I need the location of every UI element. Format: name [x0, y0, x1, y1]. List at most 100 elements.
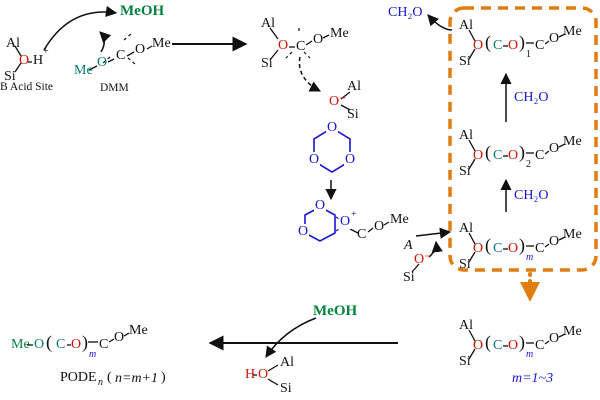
o-chain4: O: [473, 338, 484, 353]
plus-ring2: +: [351, 209, 357, 220]
o-ring2-top: O: [314, 198, 327, 214]
c-struct2: C: [296, 39, 306, 54]
c-chain2: C: [493, 148, 503, 163]
si-a: Si: [403, 270, 415, 285]
c-ring2: C: [357, 227, 367, 242]
o-chain3-b: O: [508, 241, 519, 256]
o-ring2-bl: O: [297, 224, 310, 240]
arrow-dashed-to-site: [298, 56, 322, 92]
si-chain2: Si: [459, 164, 471, 179]
me-product-left: Me: [11, 337, 30, 352]
ch2o-box2: CH₂O: [514, 188, 549, 203]
o-site1: O: [19, 53, 30, 68]
o-chain4-b: O: [508, 338, 519, 353]
me-chain1: Me: [563, 24, 582, 39]
ch2o-top-label: CH₂O: [388, 5, 423, 20]
o-chain3: O: [473, 241, 484, 256]
o-chain1-b: O: [508, 38, 519, 53]
si-alosi1: Si: [347, 107, 359, 122]
o-chain2-b: O: [508, 148, 519, 163]
arrow-meoh-bottom: [265, 317, 317, 358]
o-dmm-left: O: [97, 55, 108, 70]
si-chain1: Si: [459, 54, 471, 69]
o-chain4-c: O: [549, 331, 560, 346]
si-site5: Si: [280, 381, 292, 396]
o-ring2-exo: O: [339, 214, 352, 230]
o-chain2-c: O: [549, 141, 560, 156]
pode-paren-close: ): [161, 370, 166, 385]
paren-open-chain2: (: [485, 142, 491, 162]
me-dmm-right: Me: [152, 36, 171, 51]
paren-close-chain2: ): [519, 142, 525, 162]
intermediates-highlight-box: [448, 6, 598, 272]
plus-site1: +: [43, 46, 49, 57]
ring-opening-intermediate: [304, 206, 336, 242]
o-trioxane-br: O: [344, 152, 357, 168]
paren-close-chain4: ): [519, 332, 525, 352]
meoh-bottom-label: MeOH: [313, 303, 358, 319]
pode-sub-n: n: [98, 377, 103, 388]
o-product-b: O: [71, 337, 82, 352]
al-chain1: Al: [459, 18, 473, 33]
paren-close-product: ): [82, 332, 88, 352]
c-chain2-b: C: [535, 148, 545, 163]
o-minus-alosi1: O⁻: [329, 94, 347, 109]
paren-close-chain1: ): [519, 32, 525, 52]
pode-paren-open: (: [107, 370, 112, 385]
o-chain2: O: [473, 148, 484, 163]
si-chain4: Si: [459, 354, 471, 369]
paren-close-chain3: ): [519, 235, 525, 255]
sub-chain1: 1: [526, 49, 531, 60]
al-chain4: Al: [459, 318, 473, 333]
paren-open-product: (: [46, 332, 52, 352]
pode-name: PODE: [60, 370, 97, 385]
c-chain4-b: C: [535, 338, 545, 353]
arrow-dmm-attack: [99, 31, 112, 53]
o-struct2: O: [278, 38, 289, 53]
ch2o-box1: CH₂O: [514, 90, 549, 105]
o-site5: O: [258, 367, 269, 382]
o-chain3-c: O: [549, 234, 560, 249]
me-chain4: Me: [563, 324, 582, 339]
meoh-top-label: MeOH: [120, 3, 165, 19]
si-site1: Si: [4, 69, 16, 84]
c-chain1-b: C: [535, 38, 545, 53]
al-struct2: Al: [261, 16, 275, 31]
breaking-bond-dashes: [102, 28, 311, 65]
me-chain3: Me: [563, 227, 582, 242]
o-ring2-b: O: [374, 219, 385, 234]
sub-chain4: m: [526, 349, 534, 360]
c-dmm: C: [116, 48, 126, 63]
me-chain2: Me: [563, 134, 582, 149]
o-product-c: O: [114, 330, 125, 345]
al-chain3: Al: [459, 221, 473, 236]
c-chain1: C: [493, 38, 503, 53]
sub-chain3: m: [526, 252, 534, 263]
c-chain3-b: C: [535, 241, 545, 256]
c-chain3: C: [493, 241, 503, 256]
arrow-to-meoh-top: [43, 5, 118, 51]
o-minus-a: O⁻: [414, 252, 432, 267]
arrow-ch2o-release: [427, 14, 453, 31]
b-acid-site-label: B Acid Site: [0, 81, 54, 93]
bond-lines: [14, 27, 566, 386]
me-product-right: Me: [129, 323, 148, 338]
o-chain1: O: [473, 38, 484, 53]
o-trioxane-bl: O: [308, 152, 321, 168]
al-site5: Al: [280, 355, 294, 370]
h-site5: H: [245, 367, 256, 382]
paren-open-chain4: (: [485, 332, 491, 352]
me-dmm-left: Me: [74, 63, 93, 78]
me-ring2: Me: [390, 212, 409, 227]
paren-open-chain3: (: [485, 235, 491, 255]
o-product-left: O: [34, 337, 45, 352]
h-site1: H: [33, 53, 44, 68]
o-struct2-b: O: [313, 32, 324, 47]
o-trioxane-top: O: [326, 120, 339, 136]
c-product: C: [56, 337, 66, 352]
me-struct2: Me: [330, 26, 349, 41]
paren-open-chain1: (: [485, 32, 491, 52]
arrow-a-to-box: [415, 227, 452, 239]
